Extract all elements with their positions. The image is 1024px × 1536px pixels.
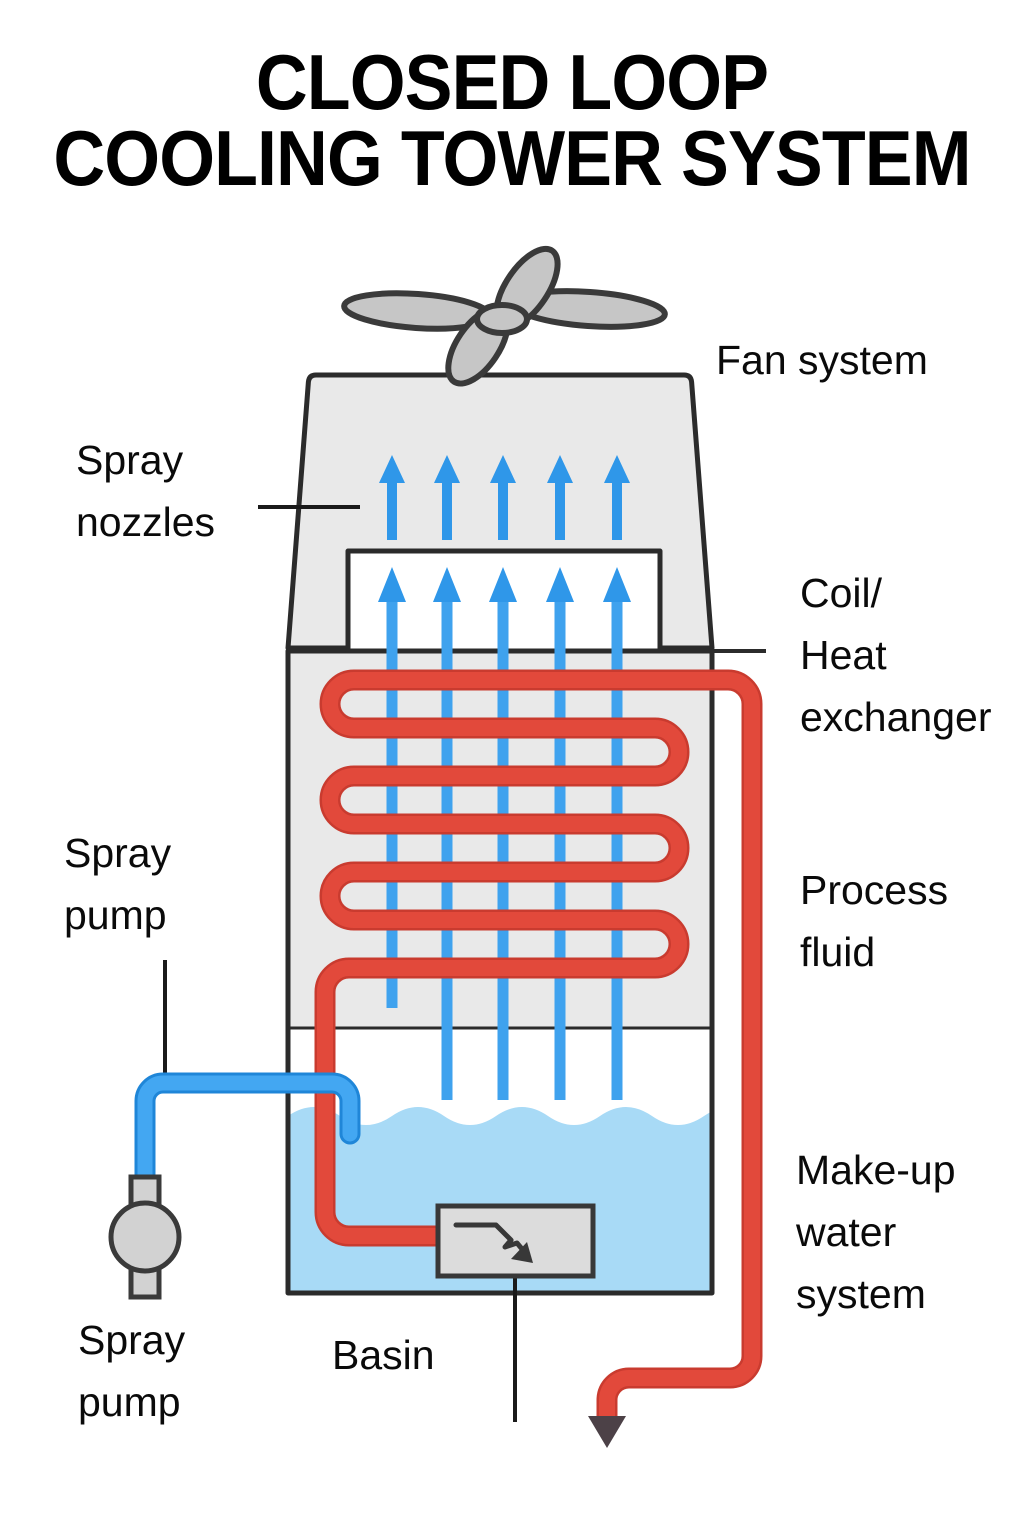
spray-arrow-up-icon [490,455,516,540]
coil-pipe [317,672,760,1418]
spray-arrow-up-icon [547,455,573,540]
page-title-line1: CLOSED LOOP [255,38,769,126]
spray-arrow-up-icon [433,567,461,602]
bleed-valve-icon [435,1203,596,1279]
label-coil-heat-exchanger: Coil/ Heat exchanger [800,570,992,740]
spray-arrows-upper [379,455,630,540]
spray-arrow-up-icon [546,567,574,602]
page-title: CLOSED LOOP COOLING TOWER SYSTEM [41,38,983,202]
label-spray-pump-lower: Spray pump [78,1317,186,1425]
fan-icon [341,245,668,387]
label-spray-nozzles: Spray nozzles [76,437,216,545]
label-make-up-water-system: Make-up water system [796,1147,956,1317]
spray-pipe-icon [134,1072,361,1195]
coil-pipe-icon [314,669,763,1448]
spray-pump-icon [108,1174,182,1300]
bleed-valve-arrow-head [511,1242,533,1263]
spray-arrow-up-icon [434,455,460,540]
label-spray-pump-upper: Spray pump [64,830,172,938]
bleed-valve-arrow [453,1222,530,1258]
spray-arrow-up-icon [603,567,631,602]
label-basin: Basin [332,1332,435,1378]
page-title-line2: COOLING TOWER SYSTEM [53,114,971,202]
fan-hub [474,302,530,336]
spray-arrow-up-icon [489,567,517,602]
spray-pump-body [108,1200,182,1274]
label-fan-system: Fan system [716,337,928,383]
spray-arrow-up-icon [604,455,630,540]
spray-arrow-up-icon [378,567,406,602]
spray-pipe [137,1075,358,1192]
outlet-arrow-icon [588,1416,626,1448]
spray-riser [386,600,398,1008]
spray-arrow-up-icon [379,455,405,540]
label-process-fluid: Process fluid [800,867,949,975]
